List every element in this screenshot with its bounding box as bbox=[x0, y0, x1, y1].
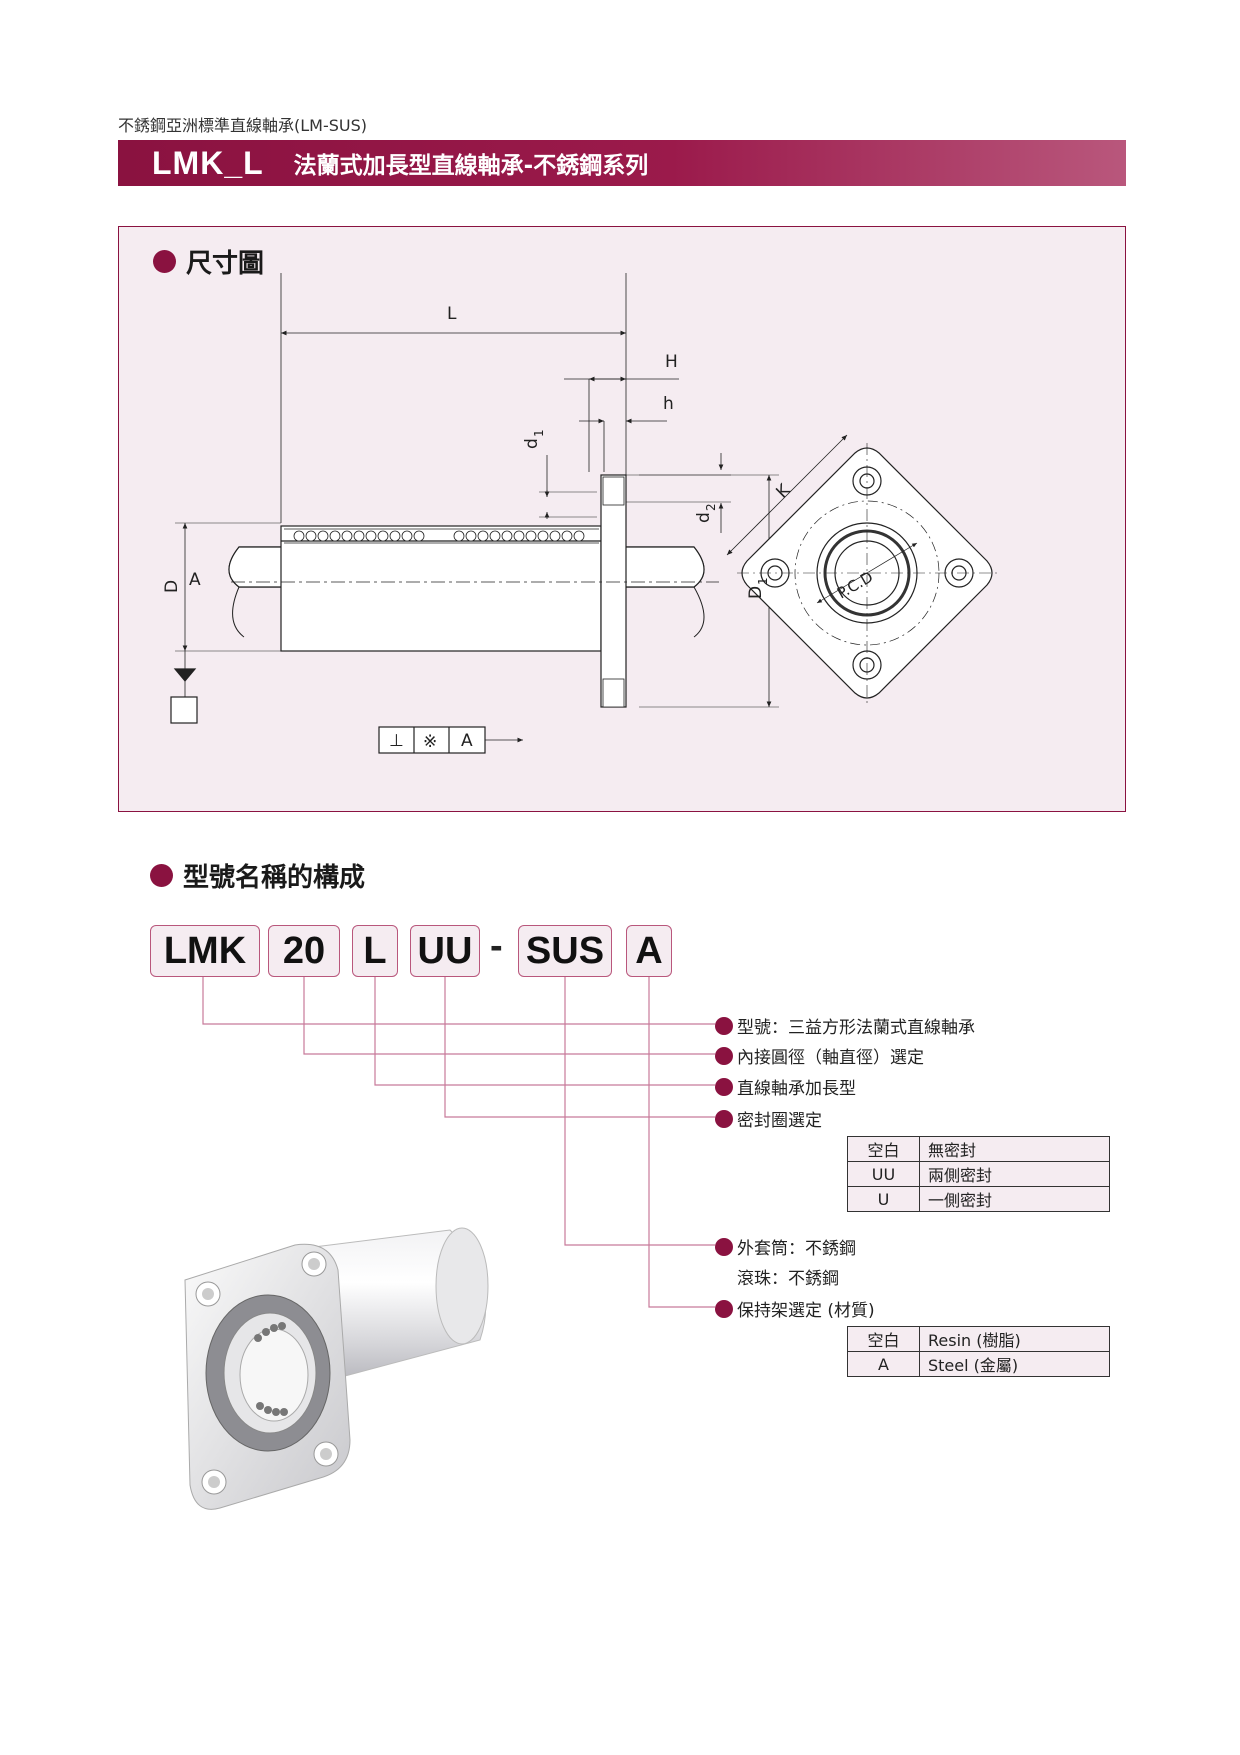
bullet-icon bbox=[715, 1016, 733, 1035]
desc-item-sleeve: 外套筒：不銹鋼 bbox=[715, 1234, 856, 1259]
dim-label-K: K bbox=[772, 480, 795, 503]
dim-label-D: D bbox=[162, 580, 182, 593]
table-cell: 無密封 bbox=[919, 1136, 1110, 1162]
desc-item-long-type: 直線軸承加長型 bbox=[715, 1074, 856, 1099]
tolerance-perpendicular-symbol: ⊥ bbox=[389, 731, 404, 751]
bullet-icon bbox=[150, 864, 173, 887]
bullet-icon bbox=[153, 250, 176, 273]
desc-item-cage: 保持架選定 (材質) bbox=[715, 1296, 875, 1321]
model-heading-text: 型號名稱的構成 bbox=[183, 863, 366, 893]
bullet-icon bbox=[715, 1299, 733, 1318]
table-row: U 一側密封 bbox=[847, 1186, 1110, 1212]
desc-item-diameter: 內接圓徑（軸直徑）選定 bbox=[715, 1043, 924, 1068]
tolerance-datum-label: A bbox=[461, 731, 473, 751]
desc-text: 保持架選定 (材質) bbox=[737, 1301, 875, 1321]
dim-label-h: h bbox=[663, 394, 674, 414]
table-cell: 空白 bbox=[847, 1136, 920, 1162]
dim-label-D1-sub: 1 bbox=[756, 577, 770, 585]
dim-label-D1: D bbox=[746, 586, 766, 599]
table-cell: 空白 bbox=[847, 1326, 920, 1352]
code-part-material: SUS bbox=[518, 925, 612, 977]
table-cell: UU bbox=[847, 1161, 920, 1187]
dim-label-d1: d bbox=[522, 438, 542, 449]
code-part-length: L bbox=[352, 925, 398, 977]
desc-text: 內接圓徑（軸直徑）選定 bbox=[737, 1048, 924, 1068]
dimension-heading-text: 尺寸圖 bbox=[186, 249, 265, 279]
datum-label: A bbox=[189, 570, 201, 590]
dim-label-L: L bbox=[447, 304, 457, 324]
bullet-icon bbox=[715, 1109, 733, 1128]
title-bar: LMK_L 法蘭式加長型直線軸承-不銹鋼系列 bbox=[118, 140, 1126, 186]
table-row: 空白 無密封 bbox=[847, 1136, 1110, 1162]
code-part-cage: A bbox=[626, 925, 672, 977]
table-row: UU 兩側密封 bbox=[847, 1161, 1110, 1187]
bullet-icon bbox=[715, 1077, 733, 1096]
desc-text: 直線軸承加長型 bbox=[737, 1079, 856, 1099]
desc-text: 滾珠：不銹鋼 bbox=[737, 1269, 839, 1289]
code-dash: - bbox=[490, 925, 503, 967]
table-cell: U bbox=[847, 1186, 920, 1212]
cage-options-table: 空白 Resin (樹脂) A Steel (金屬) bbox=[847, 1326, 1110, 1377]
seal-options-table: 空白 無密封 UU 兩側密封 U 一側密封 bbox=[847, 1136, 1110, 1212]
desc-item-model: 型號：三益方形法蘭式直線軸承 bbox=[715, 1013, 975, 1038]
product-code-title: LMK_L bbox=[152, 144, 264, 181]
tolerance-value-symbol: ※ bbox=[423, 732, 437, 752]
desc-text: 型號：三益方形法蘭式直線軸承 bbox=[737, 1018, 975, 1038]
breadcrumb: 不銹鋼亞洲標準直線軸承(LM-SUS) bbox=[118, 116, 368, 135]
product-image bbox=[184, 1227, 489, 1510]
product-title: 法蘭式加長型直線軸承-不銹鋼系列 bbox=[293, 153, 649, 179]
dim-label-d1-sub: 1 bbox=[532, 429, 546, 437]
code-part-diameter: 20 bbox=[268, 925, 340, 977]
dim-label-H: H bbox=[665, 352, 678, 372]
dimension-panel: 尺寸圖 bbox=[118, 226, 1126, 812]
table-cell: Resin (樹脂) bbox=[919, 1326, 1110, 1352]
table-row: A Steel (金屬) bbox=[847, 1351, 1110, 1377]
code-part-seal: UU bbox=[410, 925, 480, 977]
desc-item-balls: 滾珠：不銹鋼 bbox=[715, 1264, 839, 1289]
dimension-drawing: L H h d 1 d 2 D 1 D A K P.C.D ⊥ ※ A bbox=[162, 273, 997, 754]
dim-label-d2-sub: 2 bbox=[704, 503, 718, 511]
dim-label-d2: d bbox=[694, 512, 714, 523]
table-cell: 兩側密封 bbox=[919, 1161, 1110, 1187]
desc-item-seal: 密封圈選定 bbox=[715, 1106, 822, 1131]
desc-text: 密封圈選定 bbox=[737, 1111, 822, 1131]
bullet-icon bbox=[715, 1046, 733, 1065]
table-cell: 一側密封 bbox=[919, 1186, 1110, 1212]
table-cell: A bbox=[847, 1351, 920, 1377]
table-cell: Steel (金屬) bbox=[919, 1351, 1110, 1377]
dimension-heading: 尺寸圖 bbox=[153, 243, 264, 280]
desc-text: 外套筒：不銹鋼 bbox=[737, 1239, 856, 1259]
table-row: 空白 Resin (樹脂) bbox=[847, 1326, 1110, 1352]
model-heading: 型號名稱的構成 bbox=[150, 857, 365, 894]
bullet-icon bbox=[715, 1237, 733, 1256]
code-part-series: LMK bbox=[150, 925, 260, 977]
